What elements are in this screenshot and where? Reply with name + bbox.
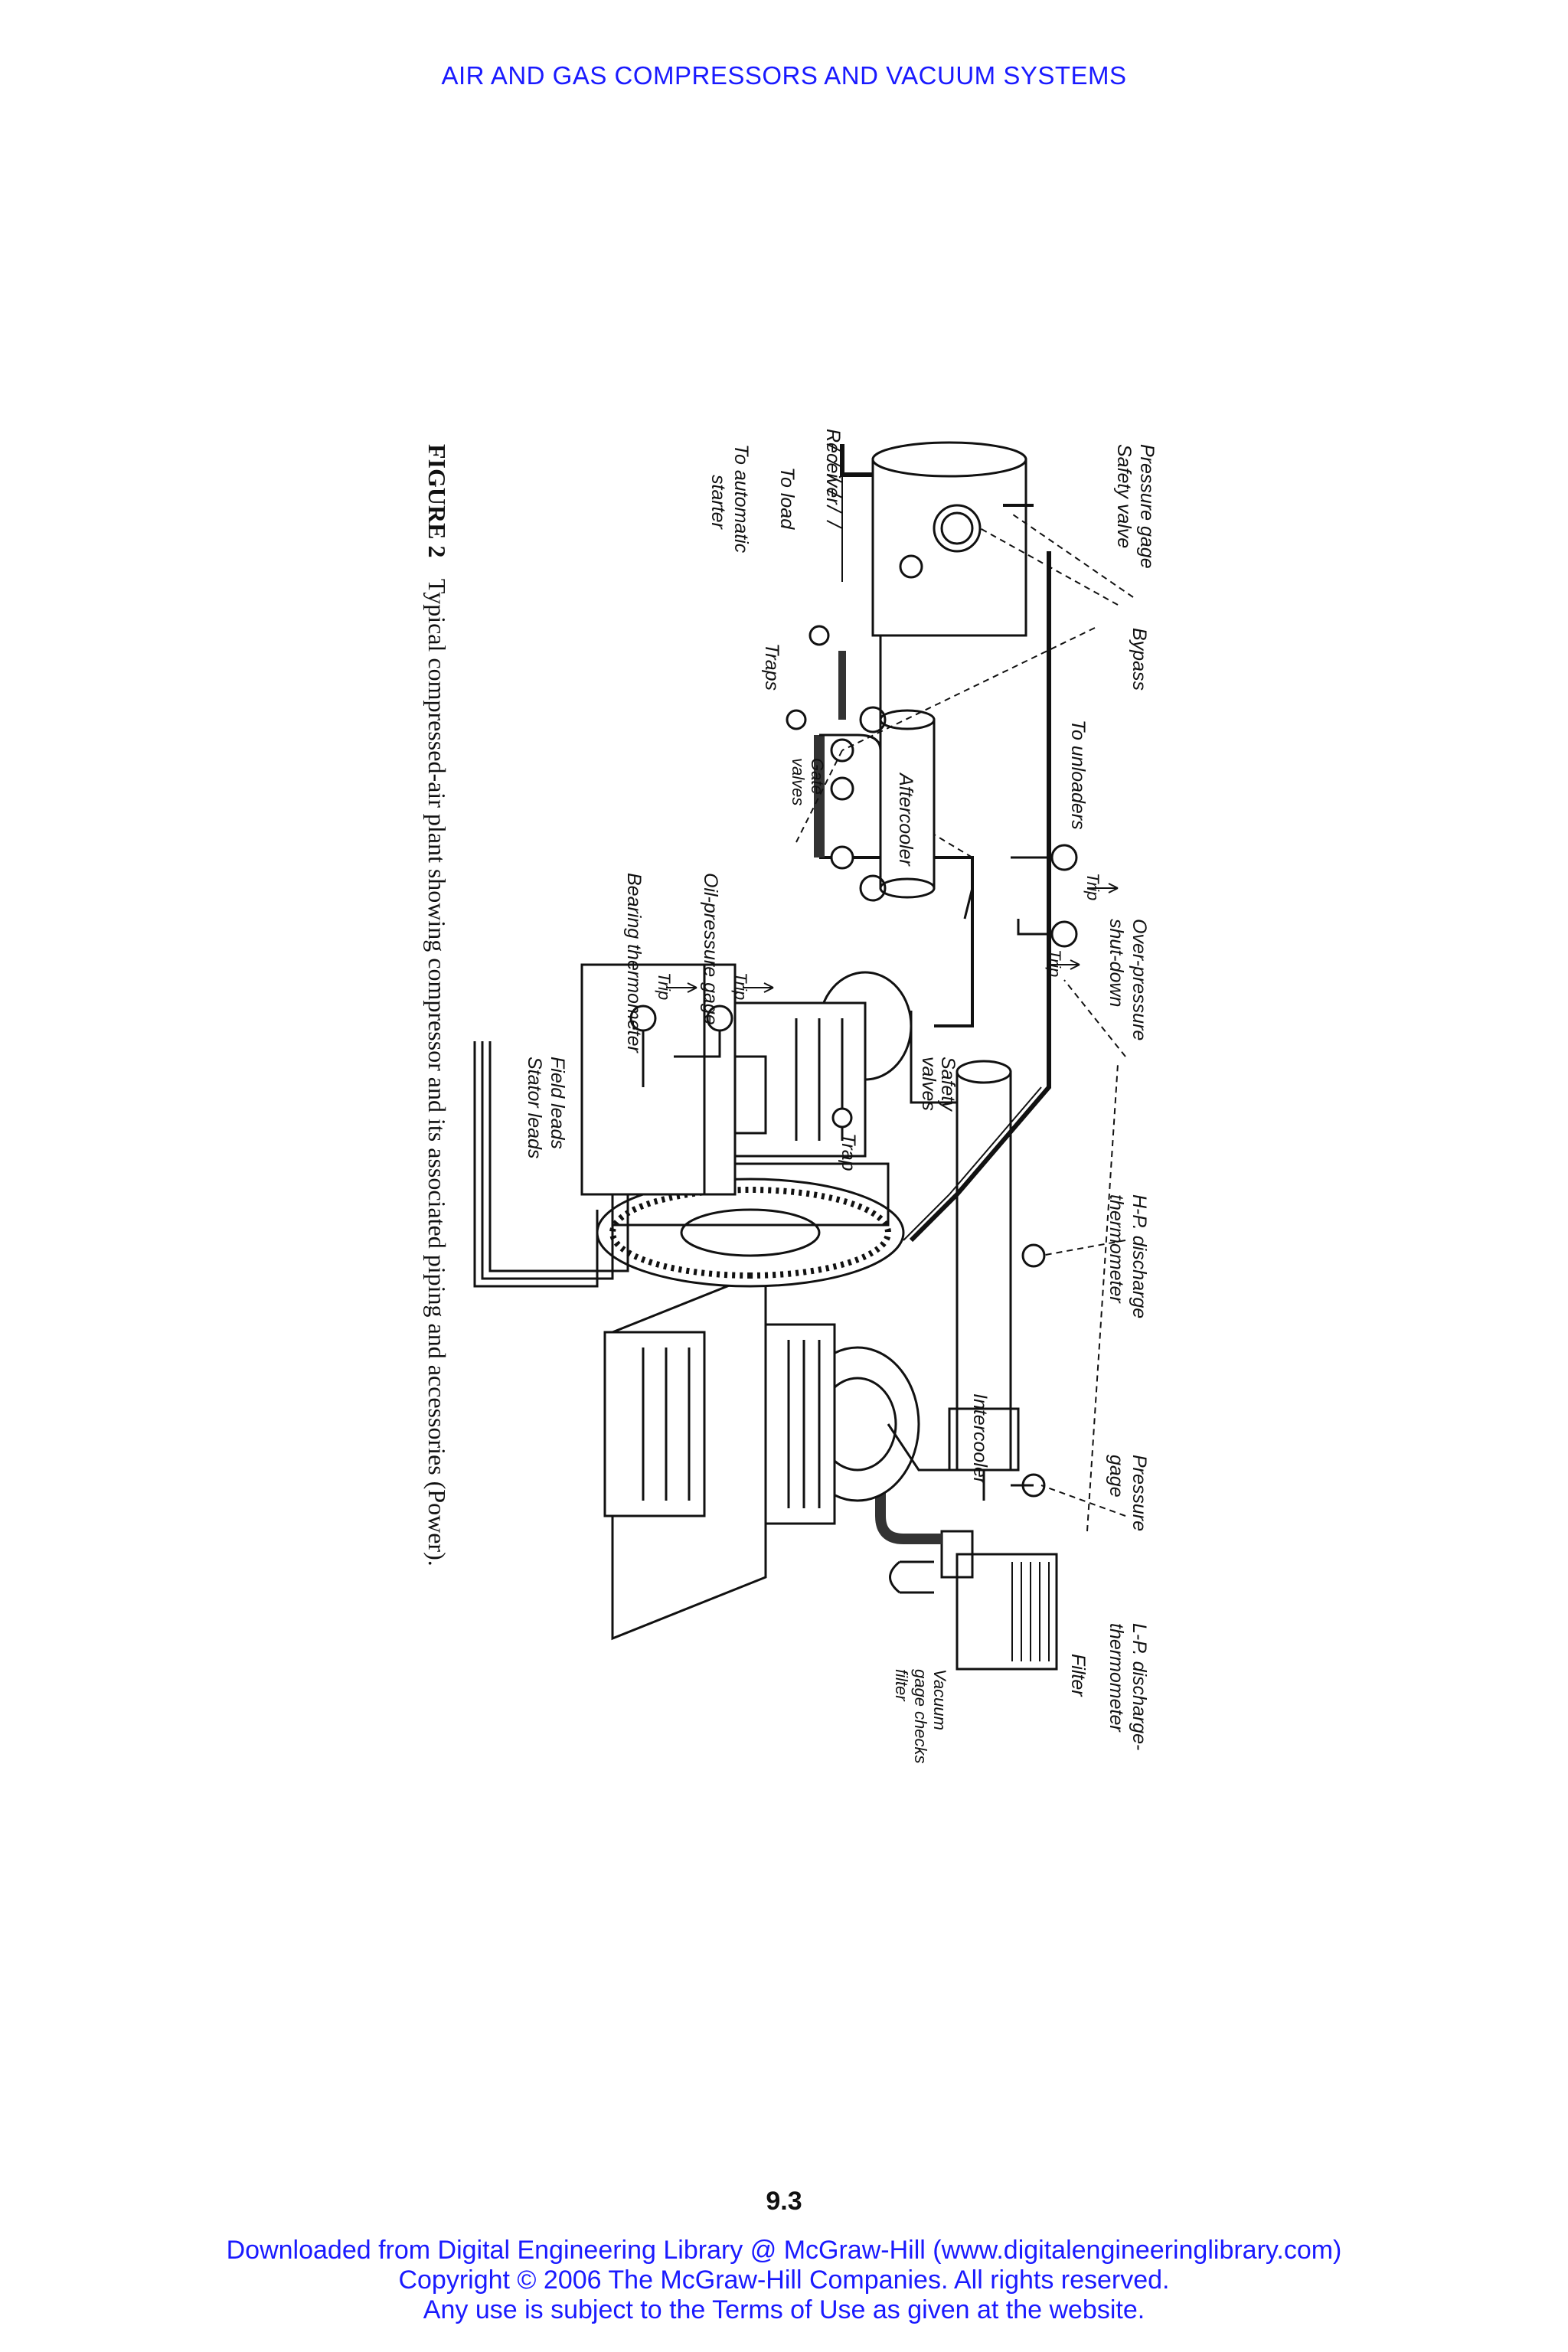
label-trip-4: Trip bbox=[655, 972, 674, 1000]
label-bypass: Bypass bbox=[1129, 628, 1150, 691]
footer-line-1[interactable]: Downloaded from Digital Engineering Libr… bbox=[226, 2236, 1342, 2265]
label-bearing-thermometer: Bearing thermometer bbox=[623, 873, 645, 1054]
compressed-air-plant-diagram: L-P. discharge- thermometer Filter Vacuu… bbox=[423, 429, 1158, 1764]
label-trip-1: Trip bbox=[1083, 873, 1102, 900]
label-intercooler: Intercooler bbox=[969, 1393, 991, 1485]
label-receiver: Receiver bbox=[822, 429, 844, 505]
label-stator-leads: Stator leads bbox=[524, 1057, 545, 1158]
filter-box bbox=[940, 1530, 1058, 1671]
label-lp-discharge: L-P. discharge- bbox=[1129, 1623, 1150, 1750]
gate-valves bbox=[830, 738, 854, 870]
label-filter: Filter bbox=[1067, 1654, 1089, 1697]
label-hp-discharge-2: thermometer bbox=[1106, 1194, 1127, 1304]
motor-leads bbox=[473, 1041, 629, 1288]
label-vacuum: Vacuum bbox=[930, 1669, 949, 1730]
label-aftercooler: Aftercooler bbox=[895, 772, 916, 867]
label-trip-3: Trip bbox=[731, 972, 750, 1000]
hp-cylinder bbox=[672, 971, 913, 1158]
label-vacuum-3: filter bbox=[892, 1669, 911, 1702]
receiver bbox=[840, 441, 1034, 637]
motor-rotor bbox=[596, 1162, 905, 1288]
aftercooler bbox=[859, 706, 936, 902]
footer-line-3: Any use is subject to the Terms of Use a… bbox=[423, 2295, 1145, 2324]
label-pressure-gage-top: Pressure gage bbox=[1136, 444, 1158, 569]
over-pressure-gauges bbox=[1011, 844, 1078, 948]
label-gate-2: valves bbox=[789, 758, 808, 805]
label-trap: Trap bbox=[838, 1133, 859, 1171]
label-to-load: To load bbox=[776, 467, 798, 530]
download-footer: Downloaded from Digital Engineering Libr… bbox=[0, 2236, 1568, 2325]
label-pressure-gage: Pressure bbox=[1129, 1455, 1150, 1531]
label-safety-valve: Safety valve bbox=[1113, 444, 1135, 548]
label-safety-2: valves bbox=[918, 1057, 939, 1111]
motor-base bbox=[603, 1269, 767, 1641]
intercooler bbox=[887, 1011, 1020, 1501]
figure-caption: FIGURE 2 Typical compressed-air plant sh… bbox=[423, 444, 451, 1566]
label-hp-discharge: H-P. discharge bbox=[1129, 1194, 1150, 1318]
label-traps: Traps bbox=[761, 643, 782, 691]
label-lp-discharge-2: thermometer bbox=[1106, 1623, 1127, 1733]
page-number: 9.3 bbox=[766, 2187, 802, 2216]
label-to-automatic: To automatic bbox=[730, 444, 752, 554]
label-pressure-gage-2: gage bbox=[1106, 1455, 1127, 1498]
label-over-pressure: Over-pressure bbox=[1129, 919, 1150, 1040]
running-header: AIR AND GAS COMPRESSORS AND VACUUM SYSTE… bbox=[441, 61, 1127, 90]
label-gate: Gate bbox=[808, 758, 827, 795]
label-to-unloaders: To unloaders bbox=[1067, 720, 1089, 830]
label-safety: Safety bbox=[937, 1057, 959, 1112]
label-vacuum-2: gage checks bbox=[911, 1669, 930, 1764]
figure-2: L-P. discharge- thermometer Filter Vacuu… bbox=[398, 429, 1164, 1853]
footer-line-2: Copyright © 2006 The McGraw-Hill Compani… bbox=[398, 2265, 1170, 2295]
label-oil-pressure-gage: Oil-pressure gage bbox=[700, 873, 721, 1025]
label-field-leads: Field leads bbox=[547, 1057, 568, 1149]
label-trip-2: Trip bbox=[1045, 949, 1064, 977]
label-shut-down: shut-down bbox=[1106, 919, 1127, 1007]
label-starter: starter bbox=[707, 475, 729, 531]
